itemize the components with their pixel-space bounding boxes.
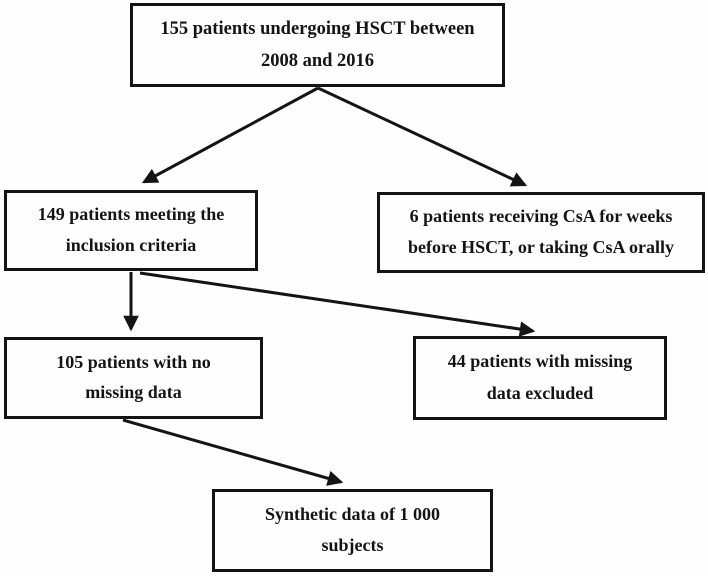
arrow-total-to-inclusion: [141, 86, 319, 184]
node-text-line: missing data: [85, 382, 182, 403]
node-text-line: 155 patients undergoing HSCT between: [160, 19, 475, 40]
node-missing-data-excluded: 44 patients with missing data excluded: [413, 336, 667, 420]
node-text-line: subjects: [321, 535, 384, 556]
node-text-line: 2008 and 2016: [260, 50, 375, 71]
arrow-no-missing-to-synthetic: [122, 418, 344, 486]
node-text-line: data excluded: [486, 382, 594, 403]
node-csa-excluded: 6 patients receiving CsA for weeks befor…: [377, 192, 705, 273]
node-no-missing-data: 105 patients with no missing data: [4, 337, 263, 419]
node-text-line: 149 patients meeting the: [37, 204, 225, 225]
node-total-patients: 155 patients undergoing HSCT between 200…: [130, 3, 505, 87]
node-synthetic-data: Synthetic data of 1 000 subjects: [212, 489, 493, 572]
node-text-line: 6 patients receiving CsA for weeks: [409, 206, 673, 227]
arrow-inclusion-to-missing-excluded: [139, 271, 536, 337]
node-text-line: before HSCT, or taking CsA orally: [407, 236, 674, 257]
node-text-line: inclusion criteria: [65, 234, 197, 255]
node-text-line: 44 patients with missing: [447, 351, 633, 372]
node-text-line: Synthetic data of 1 000: [265, 504, 440, 525]
node-inclusion-criteria: 149 patients meeting the inclusion crite…: [4, 190, 258, 271]
arrow-total-to-csa-excluded: [317, 86, 528, 187]
node-text-line: 105 patients with no: [56, 351, 211, 372]
